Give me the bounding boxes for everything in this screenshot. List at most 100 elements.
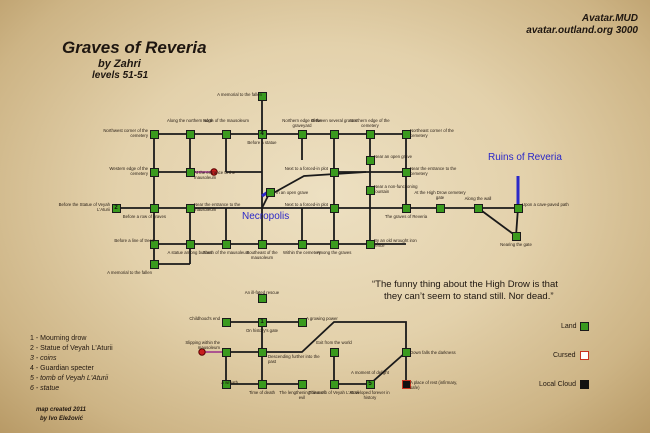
- room-upon-cave[interactable]: [513, 203, 523, 213]
- room-label: Nearing the gate: [500, 242, 532, 247]
- room-label: A memorial to the fallen: [107, 270, 152, 275]
- room-before-statue[interactable]: 4: [257, 129, 267, 139]
- path-segment: [262, 321, 407, 385]
- room-down-darkness[interactable]: [401, 347, 411, 357]
- key-item-2: 2 - Statue of Veyah L'Aturii: [30, 345, 113, 352]
- room-north-mausoleum[interactable]: [221, 129, 231, 139]
- room-next-to-forced[interactable]: [329, 167, 339, 177]
- room-high-drow-gate[interactable]: [435, 203, 445, 213]
- room-bottom-fallen[interactable]: [149, 259, 159, 269]
- room-tomb-veyah[interactable]: [329, 379, 339, 389]
- room-label: Exit from the world: [316, 340, 352, 345]
- room-label: A memorial to the fallen: [217, 92, 262, 97]
- necropolis-label[interactable]: Necropolis: [242, 211, 290, 222]
- room-label: Southeast of the mausoleum: [246, 250, 278, 260]
- legend-land-swatch: [580, 322, 589, 331]
- map-title: Graves of Reveria: [62, 38, 207, 57]
- room-label: Among the graves: [316, 250, 352, 255]
- room-southeast-mausoleum[interactable]: [257, 239, 267, 249]
- room-among-graves[interactable]: [329, 239, 339, 249]
- room-statue-bushes[interactable]: [185, 239, 195, 249]
- room-childhood-end[interactable]: [221, 317, 231, 327]
- room-near-fountain[interactable]: [365, 185, 375, 195]
- room-between-graves[interactable]: [329, 129, 339, 139]
- room-label: A moment of delight: [351, 370, 389, 375]
- ruins-label[interactable]: Ruins of Reveria: [488, 152, 562, 163]
- room-label: At the entrance to the mausoleum: [194, 170, 236, 180]
- credit-line-2: by Ivo Eležović: [40, 416, 84, 422]
- room-label: Before a statue: [247, 140, 277, 145]
- room-label: Upon a cave-paved path: [522, 202, 569, 207]
- room-descending[interactable]: [257, 347, 267, 357]
- room-place-rest[interactable]: [401, 379, 411, 389]
- room-label: The graves of Reveria: [384, 214, 428, 219]
- map-levels: levels 51-51: [92, 70, 149, 81]
- room-top-fallen[interactable]: [257, 91, 267, 101]
- room-a-wreath[interactable]: [221, 379, 231, 389]
- room-label: At the High Drow cemetery gate: [414, 190, 466, 200]
- room-label: A place of rest (infirmary, safe): [410, 380, 458, 390]
- room-label: A statue among bushes: [167, 250, 213, 255]
- room-label: Northeast corner of the cemetery: [410, 128, 454, 138]
- room-label: Time of death: [248, 390, 276, 395]
- room-label: Between several graves: [311, 118, 357, 123]
- room-label: Slipping within the mausoleum: [185, 340, 220, 350]
- room-label: Near a non-functioning fountain: [374, 184, 418, 194]
- legend-cursed-label: Cursed: [553, 352, 576, 359]
- room-growing-power[interactable]: [297, 317, 307, 327]
- room-north-graveyard[interactable]: [297, 129, 307, 139]
- key-item-1: 1 - Mourning drow: [30, 335, 87, 342]
- room-slipping-within[interactable]: [221, 347, 231, 357]
- room-label: Northern edge of the cemetery: [350, 118, 390, 128]
- room-time-death[interactable]: [257, 379, 267, 389]
- room-enveloped[interactable]: 5: [365, 379, 375, 389]
- room-before-line[interactable]: [149, 239, 159, 249]
- room-lengthening[interactable]: [297, 379, 307, 389]
- room-western-edge[interactable]: [149, 167, 159, 177]
- room-label: Next to a forced-in plot: [284, 202, 328, 207]
- quote-line-1: “The funny thing about the High Drow is …: [372, 279, 558, 290]
- room-nearing-gate[interactable]: [511, 231, 521, 241]
- key-item-4: 4 - Guardian specter: [30, 365, 94, 372]
- room-before-row[interactable]: [149, 203, 159, 213]
- room-ill-fated-rescue[interactable]: [257, 293, 267, 303]
- legend-land-label: Land: [561, 323, 577, 330]
- room-on-history[interactable]: 1: [257, 317, 267, 327]
- room-label: Down falls the darkness: [410, 350, 456, 355]
- room-near-entrance-cemetery[interactable]: [401, 167, 411, 177]
- exit-marker: [198, 348, 206, 356]
- room-next-forced-plot[interactable]: [329, 203, 339, 213]
- room-within-cemetery[interactable]: [297, 239, 307, 249]
- room-label: By an old wrought iron fence: [374, 238, 417, 248]
- room-near-open-grave[interactable]: [365, 155, 375, 165]
- room-iron-fence[interactable]: [365, 239, 375, 249]
- exit-marker: [210, 168, 218, 176]
- room-before-statue-veyah[interactable]: 2: [111, 203, 121, 213]
- room-label: Descending further into the past: [268, 354, 320, 364]
- room-northwest-corner[interactable]: [149, 129, 159, 139]
- quote-line-2: they can’t seem to stand still. Nor dead…: [384, 291, 554, 302]
- path-segment: [261, 195, 269, 209]
- credit-line-1: map created 2011: [36, 407, 86, 413]
- room-label: Before the Statue of Veyah L'Aturii: [58, 202, 110, 212]
- room-along-north[interactable]: [185, 129, 195, 139]
- room-northeast-corner[interactable]: [401, 129, 411, 139]
- room-label: North of the mausoleum: [203, 118, 249, 123]
- room-entrance-mausoleum[interactable]: [185, 167, 195, 177]
- room-label: Next to a forced-in plot: [284, 166, 328, 171]
- room-label: Near the entrance to the cemetery: [410, 166, 457, 176]
- key-item-6: 6 - statue: [30, 385, 60, 392]
- mud-name: Avatar.MUD: [581, 13, 638, 24]
- room-north-cemetery[interactable]: [365, 129, 375, 139]
- room-exit-world[interactable]: [329, 347, 339, 357]
- room-near-entrance-mausoleum[interactable]: [185, 203, 195, 213]
- room-label: Along the wall: [464, 196, 492, 201]
- room-open-grave[interactable]: [265, 187, 275, 197]
- room-along-wall[interactable]: [473, 203, 483, 213]
- room-south-mausoleum[interactable]: [221, 239, 231, 249]
- room-label: On history's gate: [245, 328, 279, 333]
- path-segment: [267, 171, 367, 197]
- room-graves-reveria[interactable]: [401, 203, 411, 213]
- room-label: Before a row of graves: [122, 214, 166, 219]
